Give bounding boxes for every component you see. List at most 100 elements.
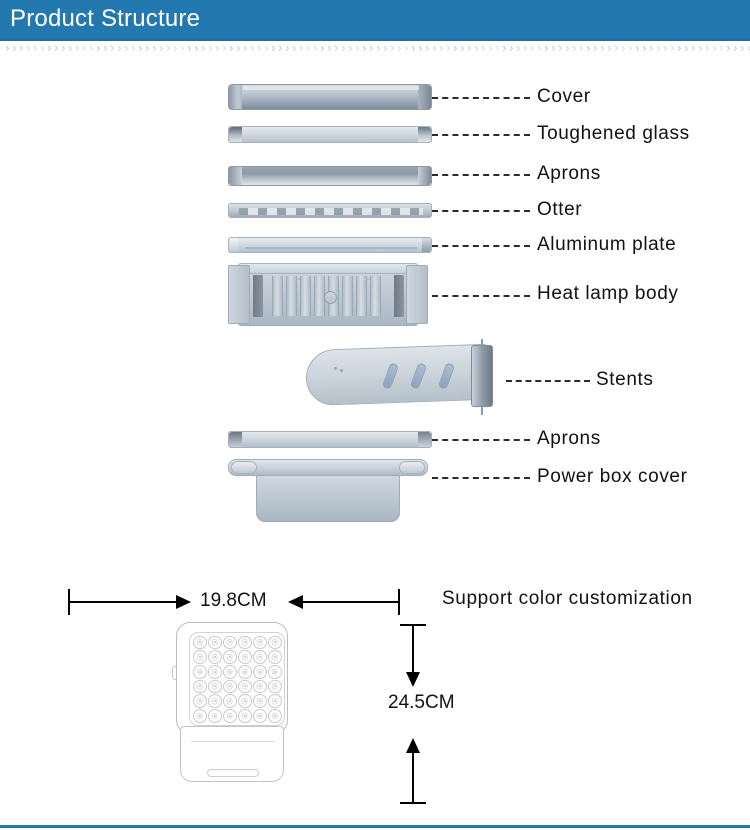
led-lens	[267, 635, 282, 650]
chevron-icon: ›	[124, 41, 129, 55]
leader-line-aprons-top	[432, 174, 530, 176]
chevron-icon: ›	[691, 41, 696, 55]
footer-rule	[0, 825, 750, 828]
chevron-icon: ›	[159, 41, 164, 55]
part-aluminum-plate-left-edge	[229, 238, 238, 252]
chevron-icon: ›	[103, 41, 108, 55]
height-dim-bottom-arrow	[406, 738, 420, 753]
part-aprons-top-left-edge	[229, 167, 242, 185]
leader-line-aprons-bottom	[432, 439, 530, 441]
led-lens	[267, 679, 282, 694]
chevron-icon: ›	[397, 41, 402, 55]
part-aprons-bottom	[228, 431, 432, 448]
chevron-icon: ›	[677, 41, 682, 55]
chevron-icon: ›	[173, 41, 178, 55]
chevron-icon: ›	[138, 41, 143, 55]
chevron-icon: ›	[75, 41, 80, 55]
chevron-icon: ›	[145, 41, 150, 55]
chevron-icon: ›	[131, 41, 136, 55]
part-aluminum-plate-right-edge	[422, 238, 431, 252]
chevron-icon: ›	[348, 41, 353, 55]
led-lens	[207, 664, 222, 679]
led-lens	[252, 650, 267, 664]
heat-lamp-fin	[370, 276, 381, 316]
led-lens	[267, 708, 282, 723]
dimension-diagram: 19.8CM 24.5CM Support color customizatio…	[0, 560, 750, 830]
chevron-icon: ›	[68, 41, 73, 55]
chevron-icon: ›	[523, 41, 528, 55]
heat-lamp-center-boss	[324, 291, 337, 304]
led-lens	[222, 708, 237, 723]
chevron-icon: ›	[726, 41, 731, 55]
leader-line-otter	[432, 210, 530, 212]
chevron-icon: ›	[26, 41, 31, 55]
heat-lamp-fin	[300, 276, 311, 316]
chevron-icon: ›	[201, 41, 206, 55]
width-dim-left-line	[68, 601, 178, 603]
width-dim-right-tick	[398, 589, 400, 615]
support-color-customization-note: Support color customization	[442, 588, 693, 609]
chevron-icon: ›	[411, 41, 416, 55]
chevron-icon: ›	[61, 41, 66, 55]
led-lens	[192, 650, 207, 664]
chevron-icon: ›	[250, 41, 255, 55]
chevron-icon: ›	[47, 41, 52, 55]
led-lens	[252, 679, 267, 694]
width-dim-right-arrow	[288, 595, 303, 609]
chevron-icon: ›	[306, 41, 311, 55]
chevron-icon: ›	[586, 41, 591, 55]
chevron-icon: ›	[215, 41, 220, 55]
chevron-icon: ›	[40, 41, 45, 55]
part-cover-right-edge	[418, 85, 431, 109]
chevron-icon: ›	[341, 41, 346, 55]
led-lens	[237, 635, 252, 650]
label-power-box-cover: Power box cover	[537, 466, 688, 487]
height-dim-bottom-tick	[400, 802, 426, 804]
chevron-icon: ›	[12, 41, 17, 55]
power-box-flange	[228, 459, 428, 476]
chevron-icon: ›	[229, 41, 234, 55]
led-lens	[222, 635, 237, 650]
chevron-icon: ›	[705, 41, 710, 55]
chevron-icon: ›	[502, 41, 507, 55]
height-dim-top-arrow	[406, 672, 420, 687]
chevron-icon: ›	[663, 41, 668, 55]
led-lens	[192, 664, 207, 679]
chevron-icon: ›	[285, 41, 290, 55]
chevron-icon: ›	[516, 41, 521, 55]
chevron-icon: ›	[537, 41, 542, 55]
chevron-icon: ›	[614, 41, 619, 55]
chevron-icon: ›	[467, 41, 472, 55]
led-lens	[237, 650, 252, 664]
chevron-icon: ›	[292, 41, 297, 55]
leader-line-cover	[432, 97, 530, 99]
chevron-icon: ›	[236, 41, 241, 55]
label-aprons-top: Aprons	[537, 163, 601, 184]
led-lens	[267, 664, 282, 679]
chevron-icon: ›	[607, 41, 612, 55]
page-title: Product Structure	[10, 5, 201, 32]
led-lens	[252, 635, 267, 650]
heat-lamp-right-mount	[406, 265, 428, 324]
label-cover: Cover	[537, 86, 591, 107]
stents-axis-line-top	[481, 339, 483, 351]
led-lens	[192, 694, 207, 708]
chevron-icon: ›	[355, 41, 360, 55]
chevron-icon: ›	[495, 41, 500, 55]
chevron-icon: ›	[425, 41, 430, 55]
led-lens	[237, 664, 252, 679]
width-dim-right-line	[302, 601, 400, 603]
width-dim-left-arrow	[176, 595, 191, 609]
heat-lamp-right-slot	[394, 275, 404, 317]
chevron-icon: ›	[474, 41, 479, 55]
chevron-icon: ›	[670, 41, 675, 55]
chevron-icon: ›	[278, 41, 283, 55]
led-lens	[192, 708, 207, 723]
led-lens	[237, 708, 252, 723]
led-lens-array	[189, 632, 285, 726]
chevron-icon: ›	[544, 41, 549, 55]
part-heat-lamp-body	[228, 263, 428, 326]
chevron-icon: ›	[390, 41, 395, 55]
chevron-icon: ›	[551, 41, 556, 55]
chevron-icon: ›	[313, 41, 318, 55]
